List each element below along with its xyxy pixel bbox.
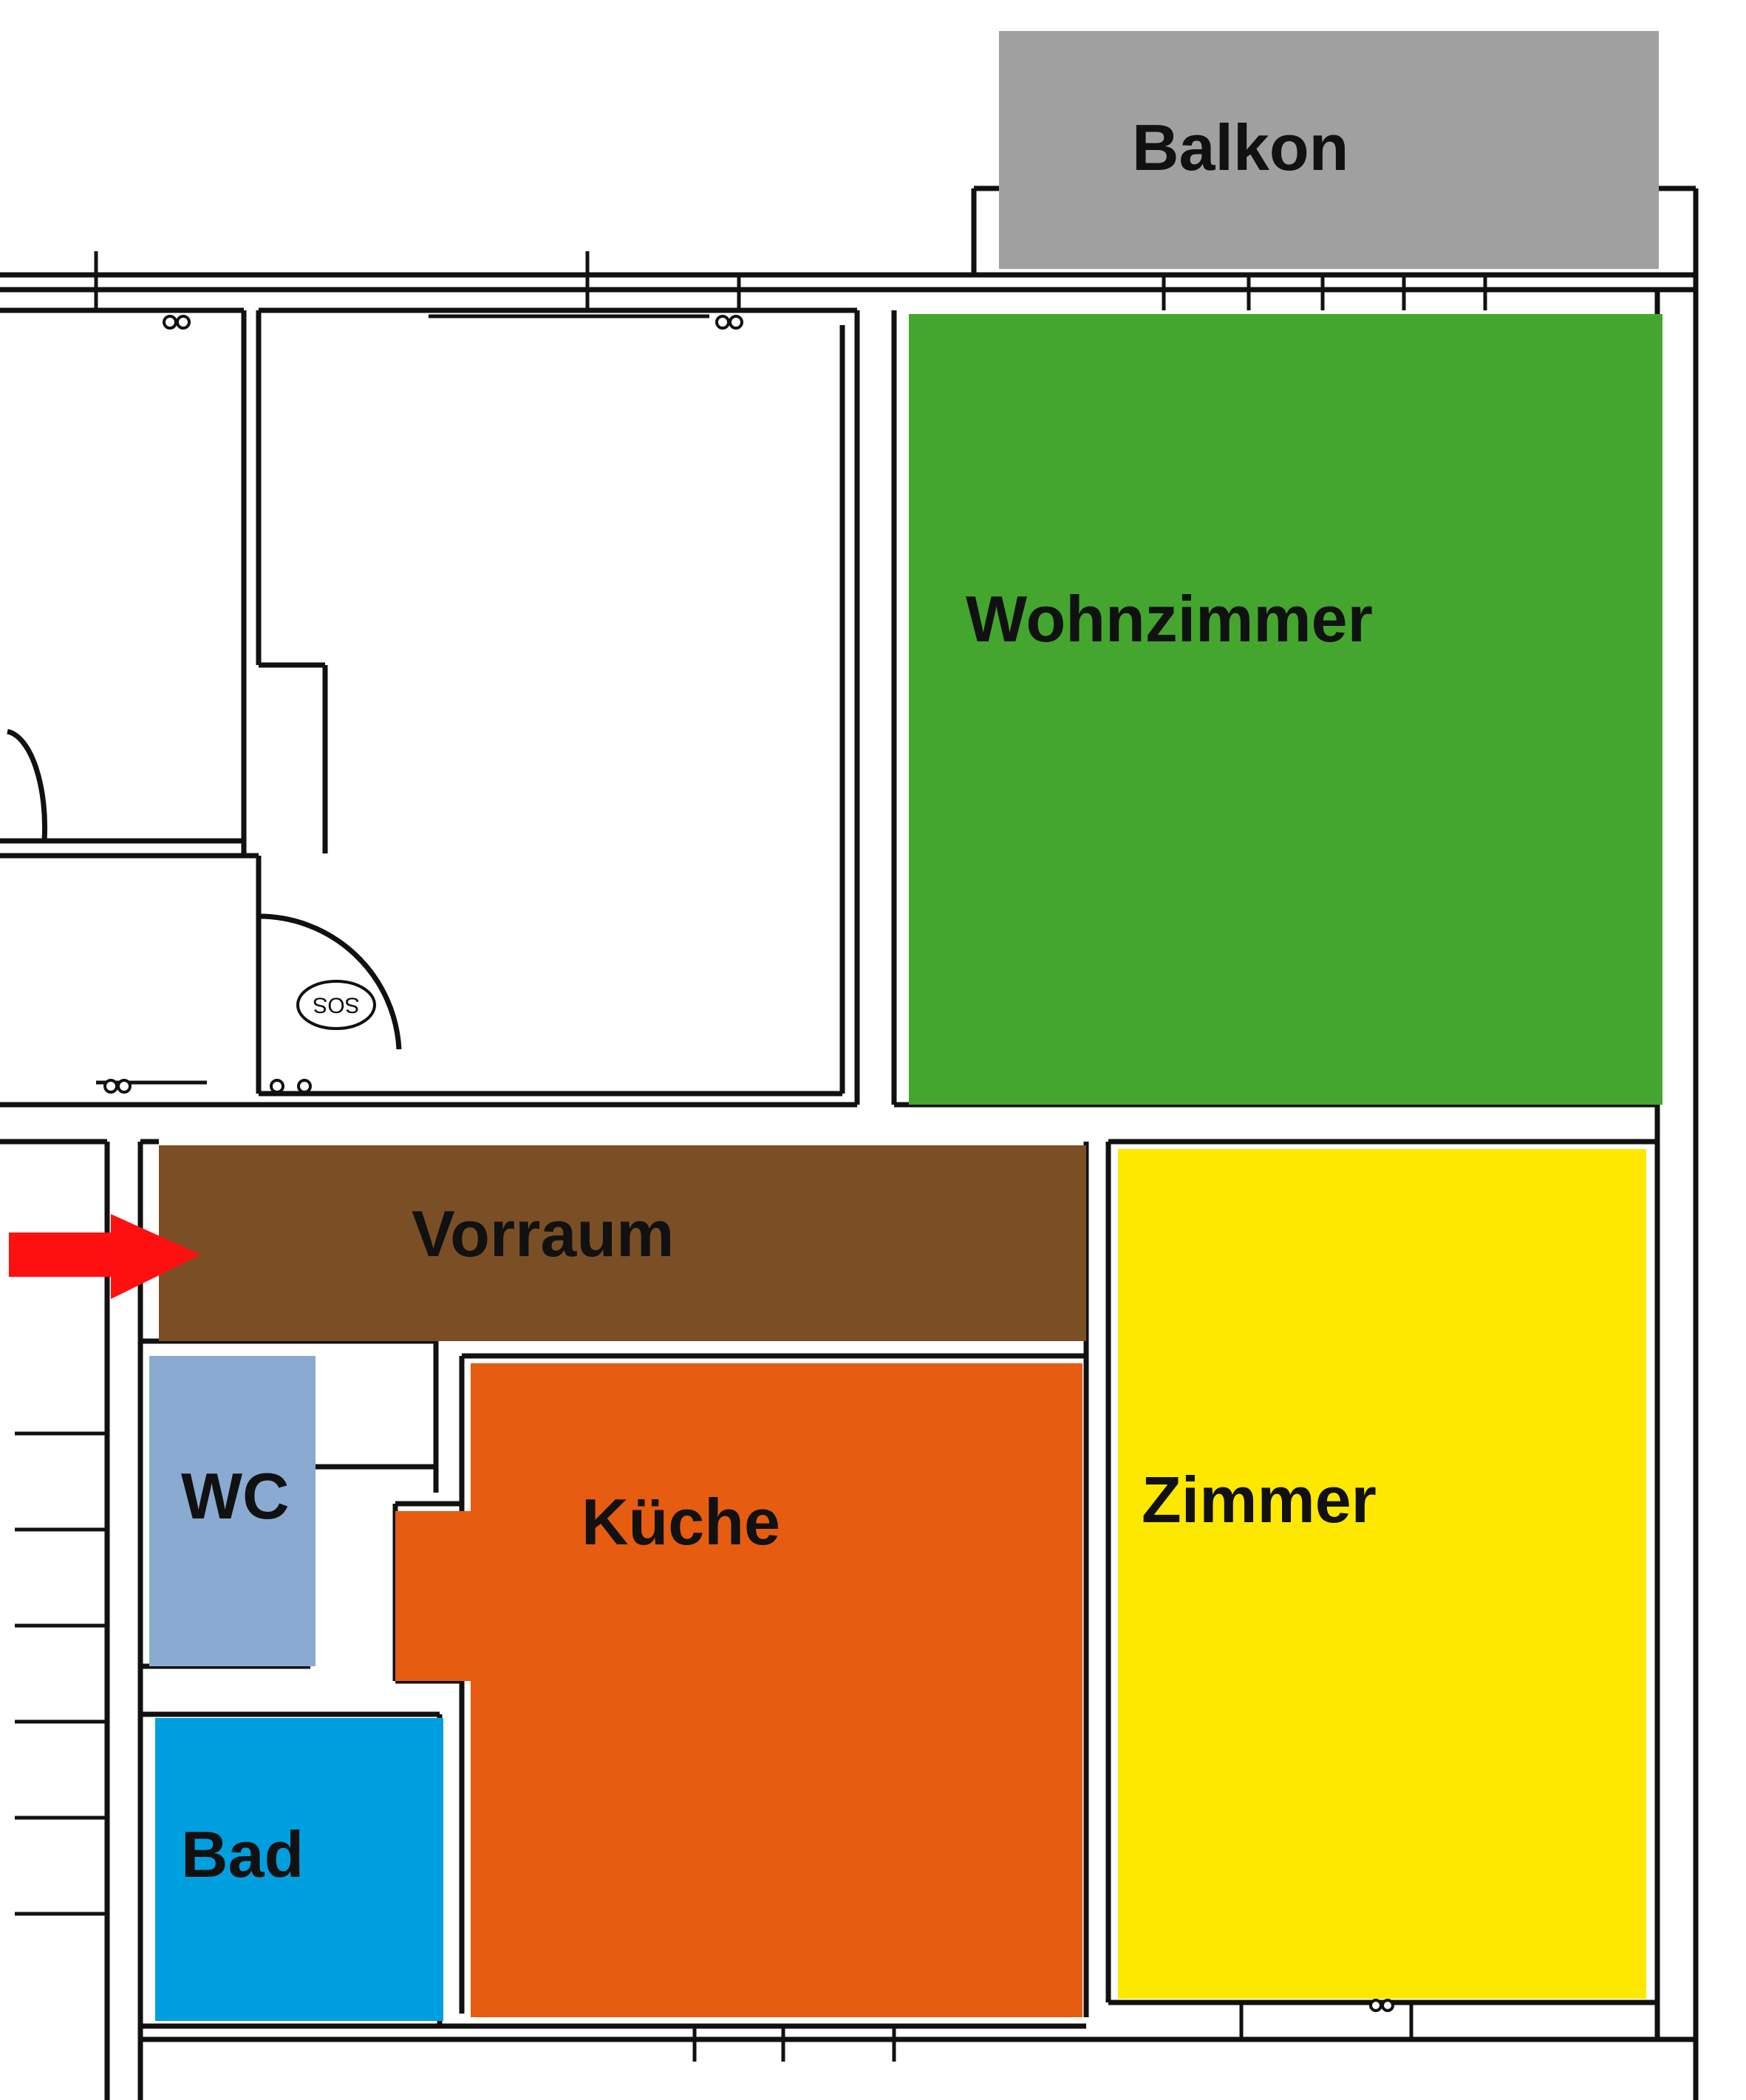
label-balkon: Balkon: [1132, 111, 1348, 184]
sos-label: SOS: [313, 993, 359, 1017]
label-wohnzimmer: Wohnzimmer: [966, 582, 1373, 655]
room-wc: [149, 1356, 316, 1666]
label-vorraum: Vorraum: [412, 1197, 674, 1270]
hinge-marks: [103, 315, 1394, 2012]
sos-fixture: SOS: [296, 980, 376, 1030]
label-zimmer: Zimmer: [1142, 1463, 1377, 1536]
room-bad: [155, 1718, 443, 2021]
room-balkon: [999, 31, 1659, 269]
room-kueche-niche: [395, 1511, 477, 1681]
label-bad: Bad: [181, 1818, 304, 1891]
label-kueche: Küche: [582, 1485, 780, 1558]
entrance-arrow: [9, 1214, 201, 1299]
window-marks: [15, 251, 1487, 2062]
room-wohnzimmer: [909, 314, 1663, 1105]
label-wc: WC: [181, 1459, 290, 1533]
room-kueche: [471, 1363, 1082, 2017]
room-zimmer: [1118, 1149, 1646, 1999]
room-vorraum: [159, 1145, 1086, 1341]
